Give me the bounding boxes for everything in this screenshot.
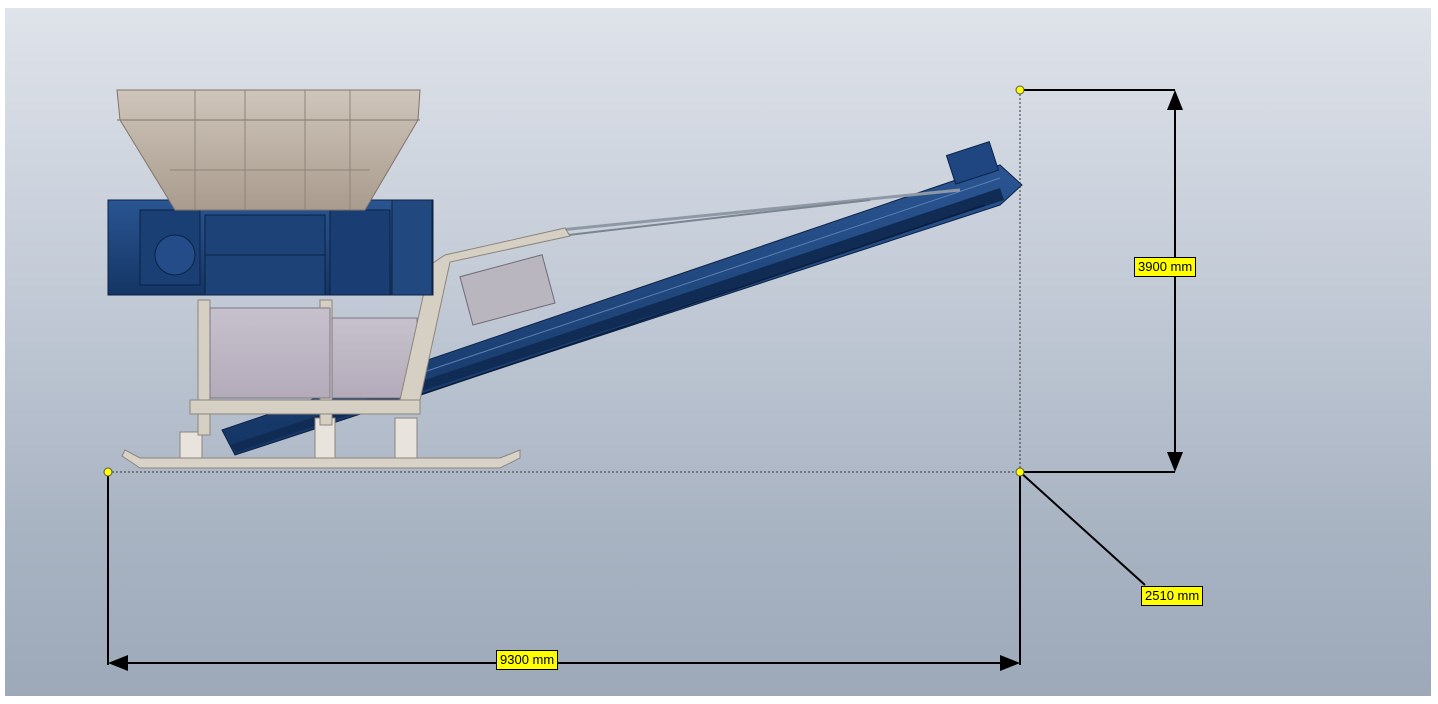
- length-dimension-label: 9300 mm: [496, 650, 559, 670]
- width-dimension-label: 2510 mm: [1141, 586, 1204, 606]
- dimension-lines: [103, 85, 1183, 671]
- height-dimension-label: 3900 mm: [1134, 257, 1197, 277]
- cad-viewport[interactable]: 9300 mm 3900 mm 2510 mm: [5, 8, 1431, 696]
- machine-drawing: [103, 85, 1183, 671]
- hopper: [116, 89, 421, 211]
- support-frame: [189, 227, 571, 436]
- shredder-body: [107, 199, 434, 296]
- skid-base: [121, 417, 521, 469]
